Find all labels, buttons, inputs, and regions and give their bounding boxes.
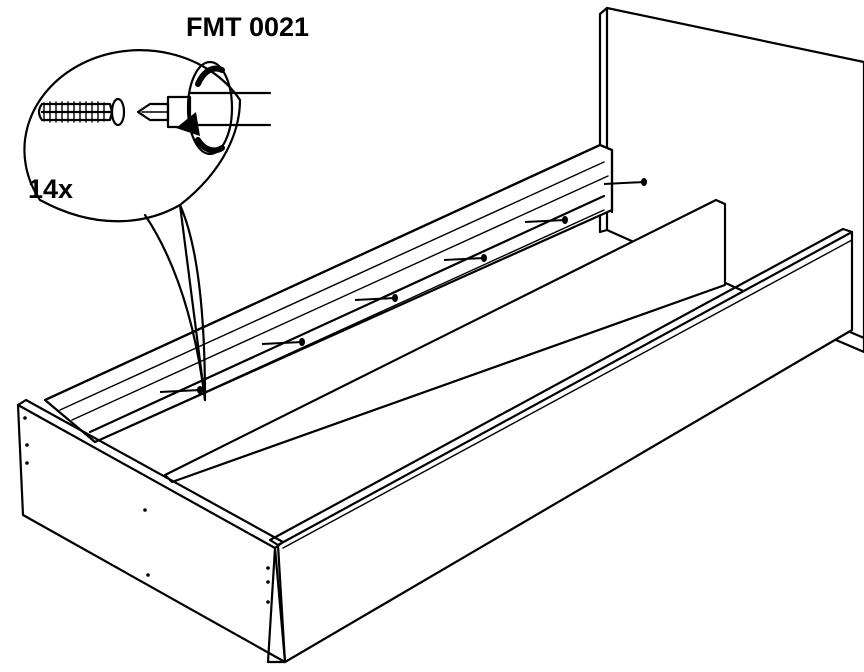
screw-icon bbox=[159, 386, 203, 394]
screws-group bbox=[159, 178, 647, 394]
screw-icon bbox=[443, 254, 487, 262]
callout-screw-icon bbox=[37, 97, 126, 127]
screw-icon bbox=[261, 338, 305, 346]
dowel-hole bbox=[143, 508, 147, 512]
left-side-rail bbox=[43, 143, 614, 444]
footboard bbox=[16, 398, 287, 664]
screw-icon bbox=[354, 294, 398, 302]
dowel-hole bbox=[25, 443, 29, 447]
dowel-hole bbox=[146, 573, 150, 577]
screwdriver-icon bbox=[136, 60, 272, 156]
dowel-hole bbox=[23, 416, 27, 420]
part-code-label: FMT 0021 bbox=[186, 12, 309, 42]
screw-icon bbox=[603, 178, 647, 186]
screw-icon bbox=[524, 216, 568, 224]
dowel-hole bbox=[266, 566, 270, 570]
dowel-hole bbox=[266, 580, 270, 584]
dowel-hole bbox=[266, 600, 270, 604]
callout-bubble bbox=[23, 49, 242, 402]
rotation-arrow-icon bbox=[176, 65, 225, 154]
quantity-label: 14x bbox=[28, 174, 73, 204]
dowel-hole bbox=[25, 461, 29, 465]
